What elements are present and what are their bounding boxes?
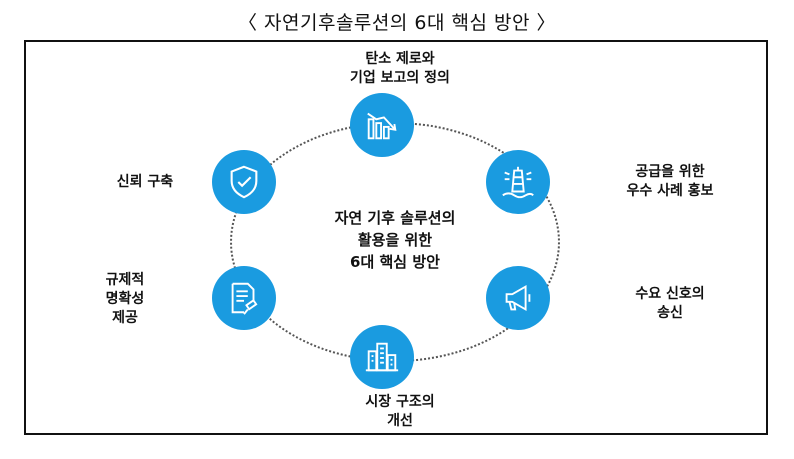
node-regulatory-clarity (212, 266, 276, 330)
megaphone-icon (505, 284, 531, 312)
lighthouse-icon (502, 166, 534, 199)
node-demand-signal (486, 266, 550, 330)
node-label-carbon-zero: 탄소 제로와 기업 보고의 정의 (350, 51, 450, 86)
center-label: 자연 기후 솔루션의 활용을 위한 6대 핵심 방안 (334, 209, 456, 271)
document-gavel-icon (231, 282, 258, 315)
city-buildings-icon (365, 342, 399, 372)
node-best-practice (486, 150, 550, 214)
node-trust-building (212, 150, 276, 214)
diagram-title: 〈 자연기후솔루션의 6대 핵심 방안 〉 (237, 12, 557, 34)
node-label-demand-signal: 수요 신호의 송신 (635, 286, 705, 321)
node-market-structure (350, 325, 414, 389)
declining-bar-chart-icon (367, 112, 397, 140)
node-label-best-practice: 공급을 위한 우수 사례 홍보 (626, 164, 714, 199)
shield-check-icon (230, 165, 258, 199)
diagram-frame (24, 40, 768, 435)
node-carbon-zero (350, 93, 414, 157)
node-label-trust-building: 신뢰 구축 (116, 174, 174, 190)
node-label-market-structure: 시장 구조의 개선 (365, 394, 435, 429)
node-label-regulatory-clarity: 규제적 명확성 제공 (105, 272, 145, 326)
